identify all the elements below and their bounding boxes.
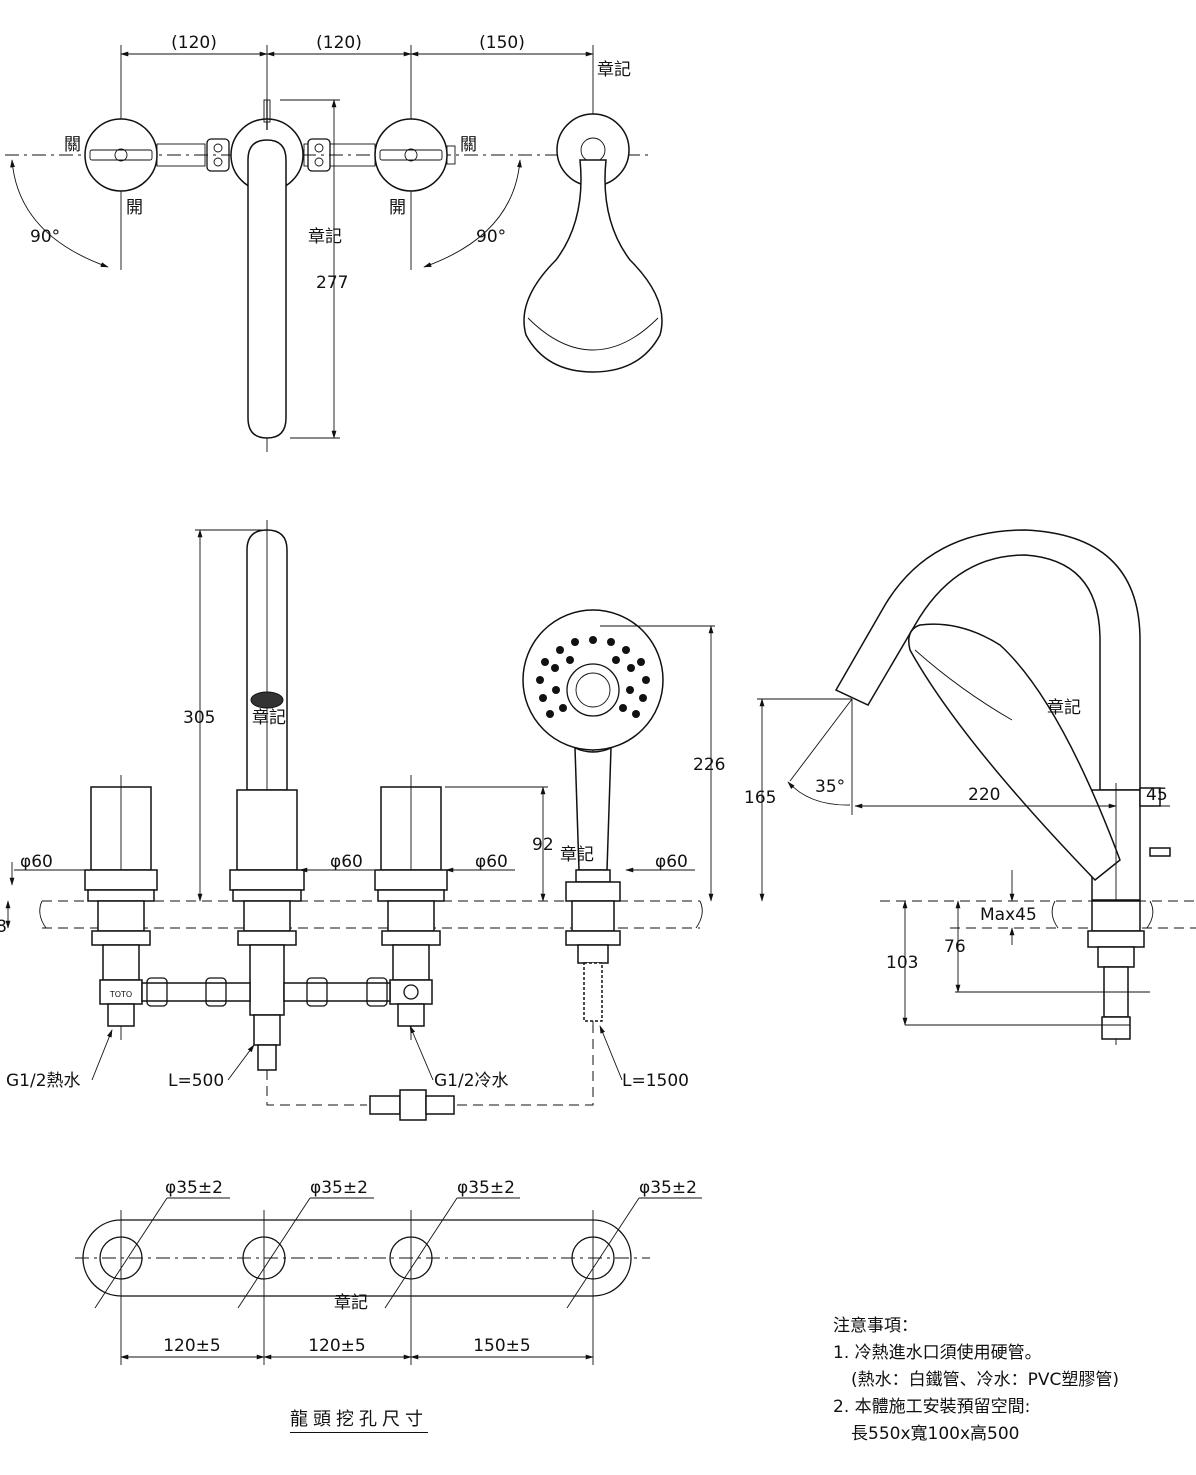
top-view: (120) (120) (150) 章記 關 開 關 開 (5, 33, 663, 452)
open-label-right: 開 (389, 198, 406, 218)
front-view: 8 305 章記 92 φ60 φ60 φ60 (0, 520, 725, 1121)
dia-1: φ60 (20, 852, 53, 872)
close-label-right: 關 (460, 135, 477, 155)
top-mark-right: 章記 (597, 60, 631, 80)
pitch-1: 120±5 (163, 1336, 221, 1356)
depth-a: 76 (944, 937, 966, 957)
side-reach: 220 (968, 785, 1000, 805)
spout-length: 277 (316, 273, 348, 293)
top-dim-b: (120) (316, 33, 362, 53)
hole-4: φ35±2 (639, 1178, 697, 1198)
hose-long: L=1500 (622, 1071, 689, 1091)
dia-2: φ60 (330, 852, 363, 872)
handle-height: 92 (532, 835, 554, 855)
hose-short: L=500 (168, 1071, 224, 1091)
hole-mark: 章記 (334, 1293, 368, 1313)
side-angle: 35° (815, 777, 845, 797)
notes-line-2: (熱水：白鐵管、冷水：PVC塑膠管) (851, 1370, 1120, 1390)
hole-layout-caption: 龍頭挖孔尺寸 (290, 1405, 428, 1433)
angle-left: 90° (30, 227, 60, 247)
pitch-2: 120±5 (308, 1336, 366, 1356)
front-spout-height: 305 (183, 708, 215, 728)
deck-thickness: 8 (0, 917, 7, 937)
pitch-3: 150±5 (473, 1336, 531, 1356)
brand-mark: TOTO (109, 990, 132, 999)
shower-nozzles (536, 636, 650, 718)
front-mark-spout: 章記 (252, 708, 286, 728)
notes-line-1: 1. 冷熱進水口須使用硬管。 (833, 1343, 1042, 1363)
notes-block: 注意事項： 1. 冷熱進水口須使用硬管。 (熱水：白鐵管、冷水：PVC塑膠管) … (833, 1313, 1119, 1448)
hole-2: φ35±2 (310, 1178, 368, 1198)
side-view: 章記 165 35° 220 45 Max45 76 103 (744, 529, 1196, 1045)
hole-layout: φ35±2 φ35±2 φ35±2 φ35±2 章記 120±5 120±5 1… (75, 1178, 702, 1365)
notes-line-4: 長550x寬100x高500 (851, 1424, 1020, 1444)
shower-height: 226 (693, 755, 725, 775)
max-deck: Max45 (980, 905, 1037, 925)
notes-title: 注意事項： (833, 1316, 918, 1336)
open-label-left: 開 (126, 198, 143, 218)
side-height: 165 (744, 788, 776, 808)
top-mark-spout: 章記 (308, 227, 342, 247)
top-dim-c: (150) (479, 33, 525, 53)
top-dim-a: (120) (171, 33, 217, 53)
front-mark-shower: 章記 (560, 845, 594, 865)
side-mark: 章記 (1047, 698, 1081, 718)
hole-3: φ35±2 (457, 1178, 515, 1198)
close-label-left: 關 (64, 135, 81, 155)
cold-inlet: G1/2冷水 (434, 1071, 509, 1091)
dia-3: φ60 (475, 852, 508, 872)
hot-inlet: G1/2熱水 (6, 1071, 81, 1091)
angle-right: 90° (476, 227, 506, 247)
side-offset: 45 (1146, 785, 1168, 805)
notes-line-3: 2. 本體施工安裝預留空間: (833, 1397, 1031, 1417)
dia-4: φ60 (655, 852, 688, 872)
hole-1: φ35±2 (165, 1178, 223, 1198)
depth-b: 103 (886, 953, 918, 973)
